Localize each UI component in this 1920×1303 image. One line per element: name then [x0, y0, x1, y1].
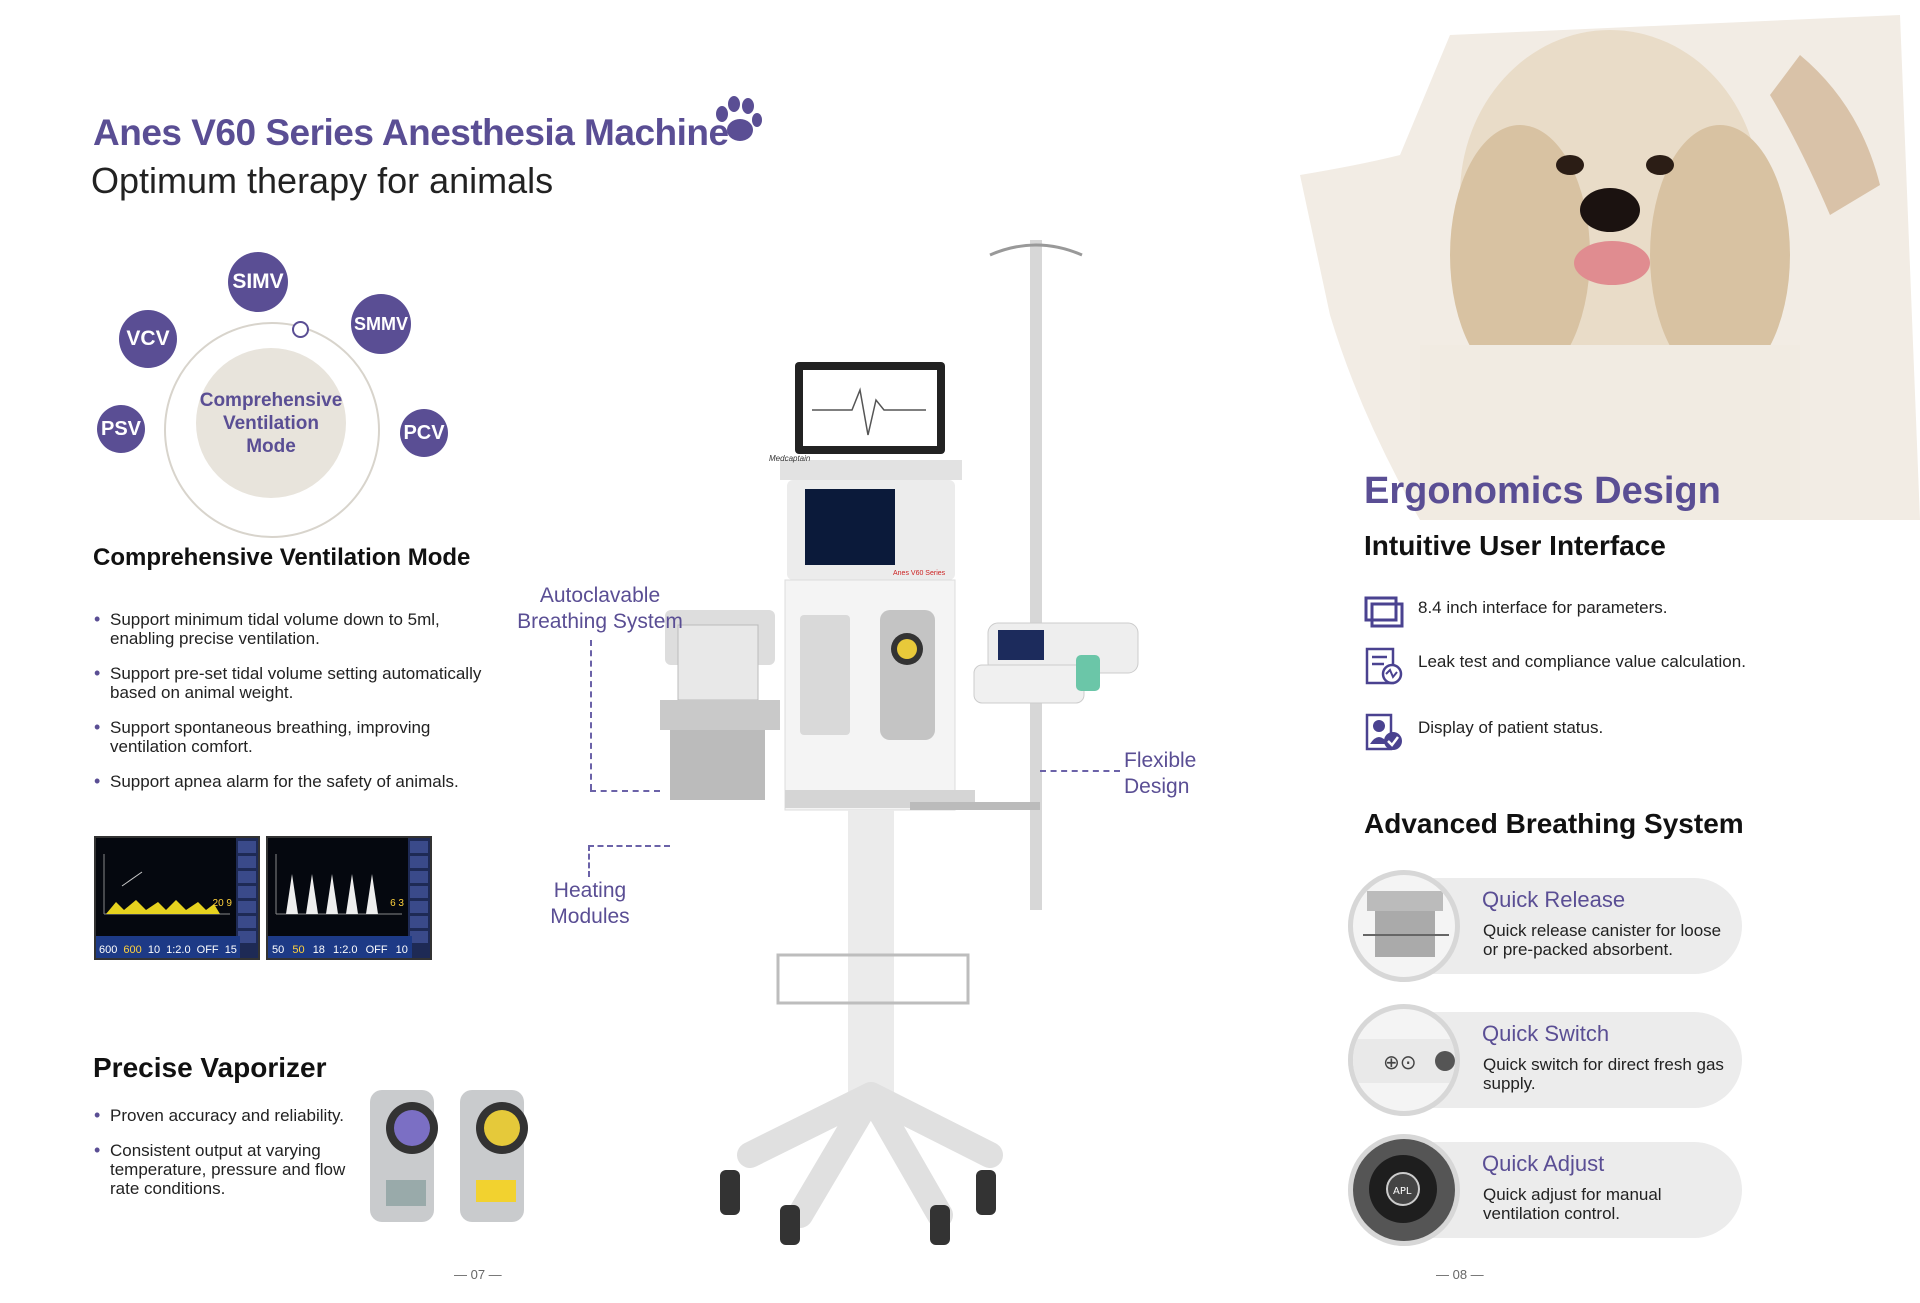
- mode-center: Comprehensive Ventilation Mode: [196, 348, 346, 498]
- anesthesia-machine-image: [660, 240, 1139, 1245]
- vaporizer-heading: Precise Vaporizer: [93, 1052, 327, 1083]
- list-item: Support minimum tidal volume down to 5ml…: [94, 610, 484, 648]
- list-item: Support spontaneous breathing, improving…: [94, 718, 484, 756]
- mode-arc: [164, 322, 380, 538]
- svg-text:⊕⊙: ⊕⊙: [1383, 1050, 1417, 1074]
- list-item: Support apnea alarm for the safety of an…: [94, 772, 484, 791]
- ergonomics-title: Ergonomics Design: [1364, 470, 1721, 512]
- breathing-heading: Advanced Breathing System: [1364, 808, 1744, 839]
- vaporizer-bullets: Proven accuracy and reliability. Consist…: [94, 1106, 354, 1214]
- callout-line: [1040, 770, 1120, 772]
- patient-status-icon: [1365, 713, 1402, 751]
- callout-line: [590, 790, 660, 792]
- dog-image: [1300, 15, 1920, 520]
- list-item: Proven accuracy and reliability.: [94, 1106, 354, 1125]
- mode-pcv: PCV: [400, 409, 448, 457]
- feature-item: Display of patient status.: [1364, 712, 1844, 752]
- screen-menu: [408, 838, 430, 958]
- callout-autoclavable: Autoclavable Breathing System: [517, 584, 683, 633]
- brand-label: Medcaptain: [769, 454, 811, 463]
- breathing-item-title: Quick Release: [1482, 887, 1626, 912]
- breathing-item-title: Quick Adjust: [1482, 1151, 1605, 1176]
- svg-text:APL: APL: [1393, 1186, 1412, 1197]
- feature-item: Leak test and compliance value calculati…: [1364, 646, 1844, 686]
- feature-item: 8.4 inch interface for parameters.: [1364, 592, 1844, 632]
- model-badge: Anes V60 Series: [893, 570, 946, 577]
- list-item: Support pre-set tidal volume setting aut…: [94, 664, 484, 702]
- callout-line: [590, 640, 592, 790]
- ventilation-bullets: Support minimum tidal volume down to 5ml…: [94, 610, 484, 807]
- page-subtitle: Optimum therapy for animals: [91, 160, 554, 201]
- page-number: — 08 —: [1436, 1267, 1484, 1282]
- quick-switch-image: ⊕⊙: [1348, 1004, 1460, 1116]
- screen-readout: 20 9: [212, 898, 232, 909]
- checklist-icon: [1365, 647, 1403, 685]
- callout-line: [588, 845, 590, 877]
- mode-psv: PSV: [97, 405, 145, 453]
- monitor-icon: [1364, 596, 1404, 628]
- mode-vcv: VCV: [119, 310, 177, 368]
- waveform: [275, 854, 402, 915]
- breathing-item-title: Quick Switch: [1482, 1021, 1610, 1046]
- breathing-item-desc: Quick release canister for loose or pre-…: [1483, 921, 1722, 959]
- paw-icon: [716, 96, 762, 141]
- arc-marker: [292, 321, 309, 338]
- page-number: — 07 —: [454, 1267, 502, 1282]
- callout-heating: Heating Modules: [550, 879, 630, 928]
- vaporizer-image: [370, 1090, 528, 1222]
- ergonomics-subtitle: Intuitive User Interface: [1364, 530, 1666, 561]
- breathing-item-desc: Quick switch for direct fresh gas supply…: [1483, 1055, 1724, 1093]
- screen-readout: 6 3: [390, 898, 404, 909]
- list-item: Consistent output at varying temperature…: [94, 1141, 354, 1198]
- callout-line: [588, 845, 670, 847]
- mode-simv: SIMV: [228, 252, 288, 312]
- ventilation-heading: Comprehensive Ventilation Mode: [93, 544, 471, 571]
- quick-release-image: [1348, 870, 1460, 982]
- callout-flexible: Flexible Design: [1124, 749, 1197, 798]
- breathing-item-desc: Quick adjust for manual ventilation cont…: [1483, 1185, 1662, 1223]
- quick-adjust-image: APL: [1348, 1134, 1460, 1246]
- mode-smmv: SMMV: [351, 294, 411, 354]
- waveform: [103, 854, 230, 915]
- page-title: Anes V60 Series Anesthesia Machine: [93, 112, 729, 153]
- screen-menu: [236, 838, 258, 958]
